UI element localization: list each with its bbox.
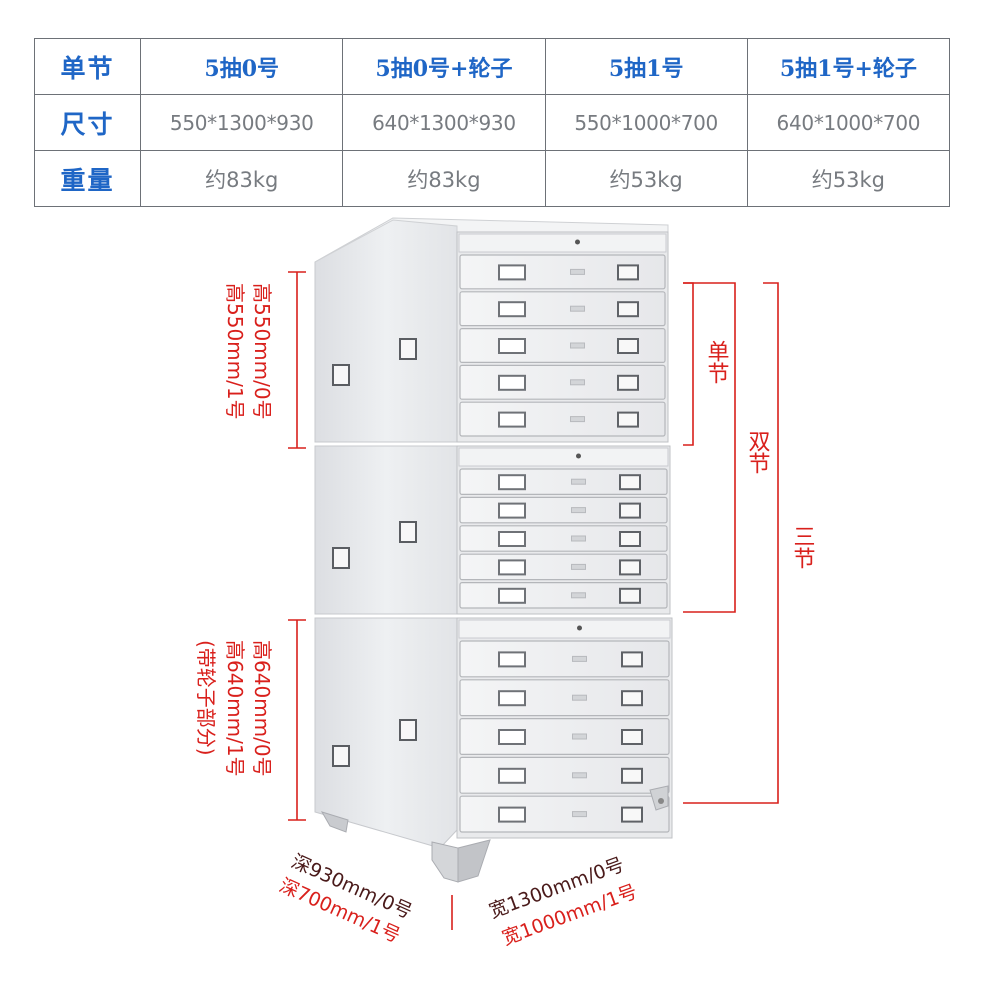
drawer-label-holder (498, 806, 526, 823)
drawer-label-holder (498, 374, 526, 391)
drawer-label-holder (498, 729, 526, 745)
drawer-slot (572, 655, 587, 662)
drawer-handle[interactable] (619, 559, 641, 576)
spec-table: 单节 5抽0号 5抽0号+轮子 5抽1号 5抽1号+轮子 尺寸 550*1300… (33, 38, 951, 207)
row-label-weight: 重量 (33, 150, 142, 207)
drawer-slot (571, 563, 586, 570)
drawer-handle[interactable] (617, 301, 639, 318)
cabinet-legs (320, 785, 669, 883)
section-top-lip (458, 447, 669, 467)
drawer-label-holder (498, 531, 526, 547)
drawer-slot (572, 694, 587, 701)
side-handle-icon[interactable] (399, 338, 417, 360)
table-cell: 约83kg (342, 150, 546, 207)
drawer-slot (570, 342, 585, 349)
side-handle-icon[interactable] (399, 719, 417, 741)
side-handles (332, 338, 417, 767)
double-bracket (683, 282, 736, 613)
drawer-slot (572, 733, 587, 740)
side-handle-icon[interactable] (332, 364, 350, 386)
drawer-handle[interactable] (619, 474, 641, 491)
table-cell: 约53kg (544, 150, 748, 207)
drawer-label-holder (498, 301, 526, 318)
side-handle-icon[interactable] (332, 547, 350, 569)
table-cell: 约53kg (746, 150, 951, 207)
row-label-size: 尺寸 (33, 94, 142, 151)
table-cell: 640*1300*930 (342, 94, 546, 151)
drawer-slot (572, 811, 587, 818)
table-row-size: 尺寸 550*1300*930 640*1300*930 550*1000*70… (33, 94, 951, 151)
drawer-slot (571, 507, 586, 514)
drawer-handle[interactable] (619, 531, 641, 547)
table-cell: 550*1000*700 (544, 94, 748, 151)
drawer-handle[interactable] (621, 651, 643, 668)
table-cell: 约83kg (140, 150, 344, 207)
drawer-slot (571, 535, 586, 542)
drawer-handle[interactable] (621, 690, 643, 707)
table-row-weight: 重量 约83kg 约83kg 约53kg 约53kg (33, 150, 951, 207)
cabinet-side (314, 217, 669, 849)
triple-bracket (683, 282, 779, 804)
lock-icon (577, 625, 582, 631)
drawer-label-holder (498, 338, 526, 354)
cabinet-front (456, 231, 673, 839)
drawer[interactable] (459, 717, 670, 755)
header-cell-model-0-wheels: 5抽0号+轮子 (342, 38, 546, 95)
drawer-label-holder (498, 767, 526, 784)
header-cell-section: 单节 (33, 38, 142, 95)
drawer-slot (570, 379, 585, 386)
triple-section-label: 三节 (790, 525, 815, 569)
drawer[interactable] (459, 640, 670, 678)
drawer-slot (570, 305, 585, 312)
header-cell-model-0: 5抽0号 (140, 38, 344, 95)
drawer-handle[interactable] (619, 587, 641, 604)
top-height-label-1: 高550mm/0号 (250, 283, 274, 420)
drawer-handle[interactable] (617, 338, 639, 354)
side-handle-icon[interactable] (399, 521, 417, 543)
lock-icon (575, 239, 580, 245)
drawer-handle[interactable] (621, 729, 643, 745)
drawer-slot (572, 772, 587, 779)
drawer[interactable] (459, 795, 670, 833)
drawer-slot (570, 268, 585, 275)
drawer-handle[interactable] (617, 411, 639, 428)
drawer-slot (571, 592, 586, 599)
drawer[interactable] (459, 679, 670, 717)
drawer-handle[interactable] (621, 767, 643, 784)
drawer-handle[interactable] (617, 374, 639, 391)
drawer-label-holder (498, 690, 526, 707)
single-bracket (683, 282, 694, 446)
section-top-lip (458, 233, 667, 253)
drawer-label-holder (498, 474, 526, 491)
drawer-label-holder (498, 411, 526, 428)
drawer-label-holder (498, 651, 526, 668)
drawer-label-holder (498, 502, 526, 519)
side-handle-icon[interactable] (332, 745, 350, 767)
drawer-slot (570, 416, 585, 423)
single-section-label: 单节 (704, 340, 729, 384)
bottom-height-label-1: 高640mm/0号 (250, 640, 274, 777)
drawer[interactable] (459, 756, 670, 794)
wheel-note-label: (带轮子部分) (194, 640, 218, 756)
bottom-height-label-2: 高640mm/1号 (223, 640, 247, 777)
drawer-label-holder (498, 264, 526, 281)
drawer-label-holder (498, 587, 526, 604)
drawer-handle[interactable] (617, 264, 639, 281)
drawer-handle[interactable] (619, 502, 641, 519)
dimension-lines (288, 271, 779, 930)
section-top-lip (458, 619, 671, 639)
lock-icon (576, 453, 581, 459)
drawer-label-holder (498, 559, 526, 576)
table-cell: 640*1000*700 (746, 94, 951, 151)
top-height-label-2: 高550mm/1号 (223, 283, 247, 420)
drawer-slot (571, 478, 586, 485)
drawer-handle[interactable] (621, 806, 643, 823)
double-section-label: 双节 (745, 430, 771, 474)
